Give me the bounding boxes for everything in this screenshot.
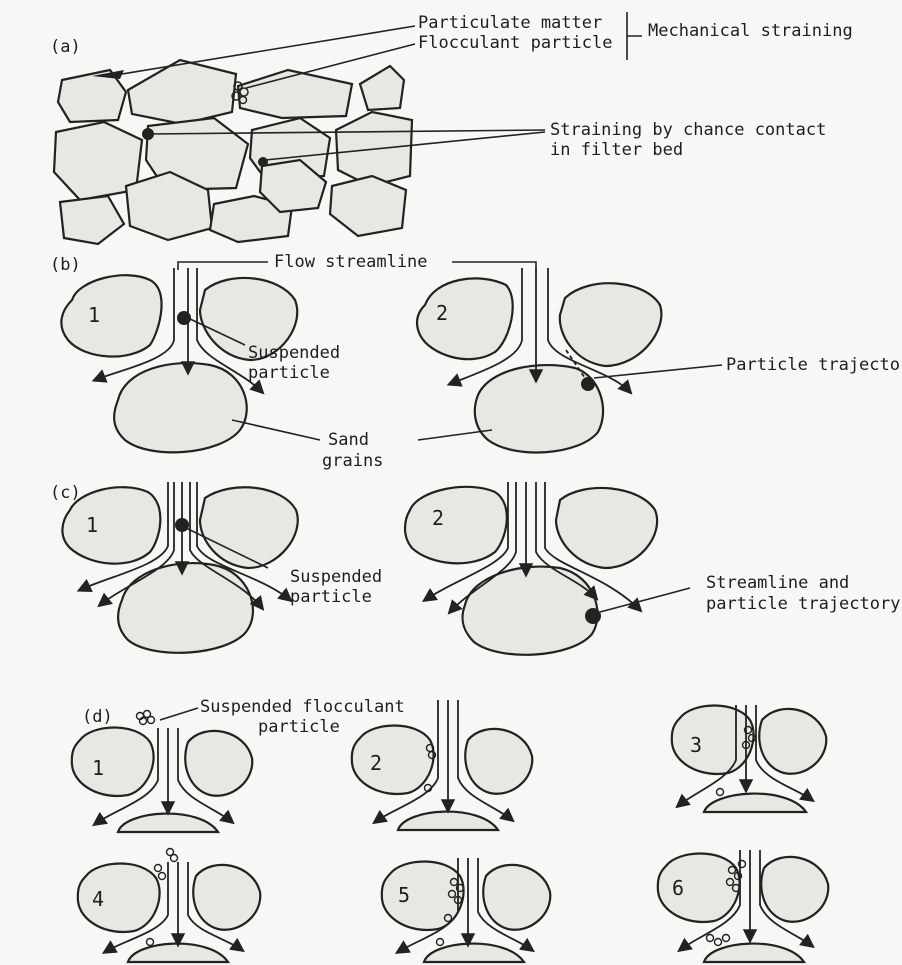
panel-d-label: (d): [82, 707, 113, 727]
d4-number: 4: [92, 887, 104, 911]
floc-particle-label: Suspended flocculant: [200, 697, 405, 717]
particle-trajectory-label: Particle trajectory: [726, 355, 902, 375]
flocculant-particle-label: Flocculant particle: [418, 33, 612, 53]
suspended-particle-label-c-2: particle: [290, 587, 372, 607]
sand-grains-label: Sand: [328, 430, 369, 450]
suspended-particle: [585, 608, 601, 624]
c1-number: 1: [86, 513, 98, 537]
panel-d: (d) Suspended flocculant particle 1: [72, 697, 828, 962]
d5-number: 5: [398, 883, 410, 907]
chance-contact-label: Straining by chance contact: [550, 120, 826, 140]
d2-assembly: 2: [352, 700, 532, 830]
streamline-trajectory-label-2: particle trajectory: [706, 594, 900, 614]
suspended-particle: [581, 377, 595, 391]
c1-assembly: 1 Suspended particle: [62, 482, 382, 653]
panel-a: (a) Particulate m: [50, 12, 853, 244]
mechanical-straining-label: Mechanical straining: [648, 21, 853, 41]
d2-number: 2: [370, 751, 382, 775]
d3-assembly: 3: [672, 705, 826, 812]
c2-number: 2: [432, 506, 444, 530]
d4-assembly: 4: [78, 849, 260, 963]
chance-contact-label-2: in filter bed: [550, 140, 683, 160]
suspended-particle-label-2: particle: [248, 363, 330, 383]
suspended-particle-label: Suspended: [248, 343, 340, 363]
b1-assembly: 1 Suspended particle: [61, 268, 340, 452]
panel-c-label: (c): [50, 483, 81, 503]
trapped-particle: [258, 157, 268, 167]
b1-number: 1: [88, 303, 100, 327]
b2-number: 2: [436, 301, 448, 325]
streamline-trajectory-label: Streamline and: [706, 573, 849, 593]
panel-b: (b) Flow streamline 1 Suspended particle: [50, 252, 902, 471]
filter-bed-grains: [54, 60, 412, 244]
d1-number: 1: [92, 756, 104, 780]
d5-assembly: 5: [382, 858, 550, 962]
d1-assembly: 1: [72, 728, 252, 833]
suspended-particle-label-c: Suspended: [290, 567, 382, 587]
flow-streamline-label: Flow streamline: [274, 252, 428, 272]
floc-cluster: [137, 711, 155, 725]
floc-particle-label-2: particle: [258, 717, 340, 737]
c2-assembly: 2 Streamline and particle trajectory: [405, 482, 900, 655]
d6-number: 6: [672, 876, 684, 900]
panel-c: (c) 1 Suspended particle: [50, 482, 900, 655]
suspended-particle: [175, 518, 189, 532]
b2-assembly: 2 Particle trajectory: [417, 268, 902, 452]
d3-number: 3: [690, 733, 702, 757]
panel-a-label: (a): [50, 37, 81, 57]
d6-assembly: 6: [658, 850, 828, 962]
particulate-matter-label: Particulate matter: [418, 13, 602, 33]
sand-grains-label-2: grains: [322, 451, 383, 471]
panel-b-label: (b): [50, 255, 81, 275]
